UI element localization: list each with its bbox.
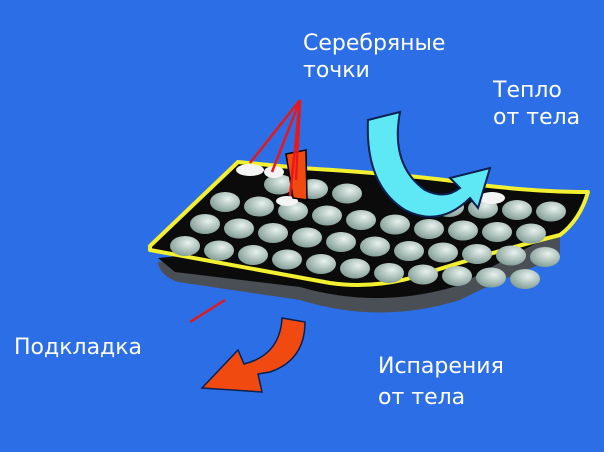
silver-dot: [448, 220, 478, 241]
silver-dot: [482, 222, 512, 242]
heat-arrow-icon: [366, 110, 492, 218]
label-line: от тела: [493, 105, 581, 130]
silver-dot: [326, 232, 356, 252]
silver-dot: [408, 264, 438, 285]
silver-dot: [272, 249, 302, 270]
label-line: от тела: [378, 385, 466, 410]
silver-dot: [530, 247, 560, 267]
evaporation-label: Испарения от тела: [378, 351, 504, 413]
silver-dot: [312, 205, 342, 226]
silver-dot: [340, 258, 370, 279]
vapor-arrow-icon: [200, 317, 306, 393]
silver-dot: [360, 236, 390, 257]
silver-dot-highlight: [264, 166, 284, 178]
silver-dots-label: Серебряные точки: [303, 30, 445, 84]
silver-dot: [238, 245, 268, 265]
silver-dot: [210, 192, 240, 212]
label-line: Серебряные: [303, 31, 446, 56]
silver-dot: [346, 210, 376, 230]
label-line: Испарения: [378, 354, 504, 379]
label-line: Тепло: [493, 78, 562, 103]
silver-dot: [516, 223, 546, 244]
silver-dot-highlight: [479, 192, 505, 204]
silver-dot: [496, 245, 526, 266]
silver-dot-highlight: [236, 164, 264, 176]
silver-dot: [476, 267, 506, 288]
silver-dot: [244, 196, 274, 217]
silver-dot: [462, 244, 492, 264]
lining-label: Подкладка: [14, 335, 143, 360]
silver-dot: [510, 269, 540, 289]
pointer-lines: [189, 99, 302, 324]
silver-dot: [306, 254, 336, 274]
silver-dot: [414, 219, 444, 239]
silver-dot: [292, 227, 322, 248]
silver-dot: [224, 218, 254, 239]
silver-dot: [278, 201, 308, 221]
heat-label: Тепло от тела: [493, 77, 580, 131]
label-line: точки: [303, 58, 370, 83]
silver-dot: [380, 214, 410, 235]
silver-dot: [190, 214, 220, 234]
silver-dot: [170, 236, 200, 256]
silver-dot: [204, 240, 234, 261]
silver-dot: [374, 263, 404, 283]
silver-dot: [536, 201, 566, 222]
silver-dot: [394, 241, 424, 261]
silver-dot: [442, 266, 472, 286]
silver-dot: [428, 242, 458, 263]
silver-dot: [502, 200, 532, 220]
silver-dot: [264, 174, 294, 195]
silver-dot: [258, 223, 288, 243]
silver-dot: [332, 183, 362, 204]
